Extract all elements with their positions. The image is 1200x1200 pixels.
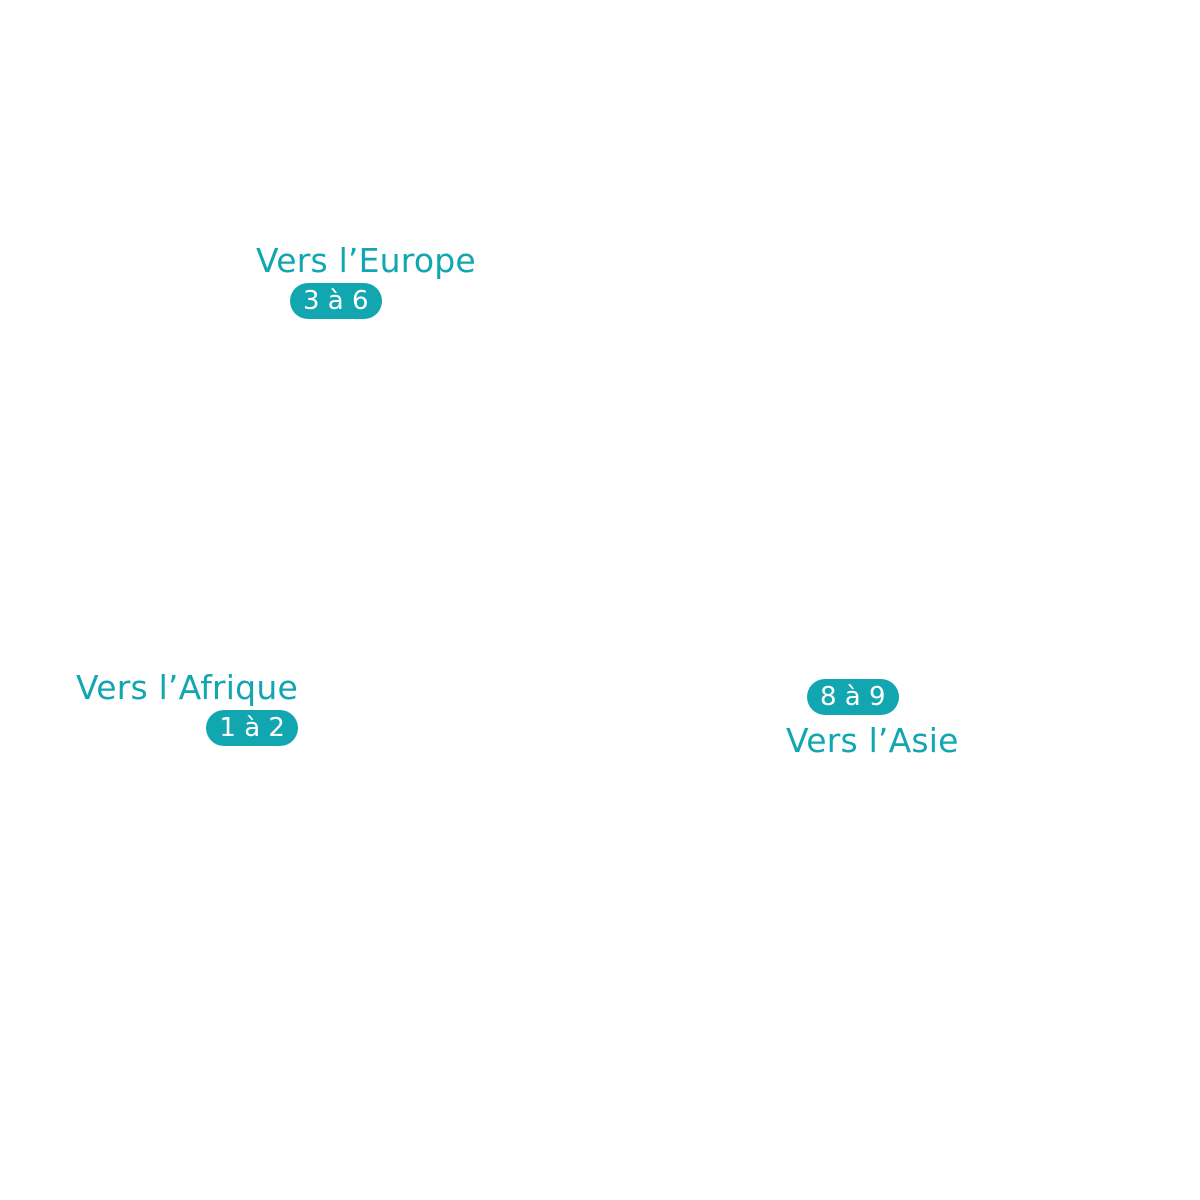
route-name-asie: Vers l’Asie <box>786 721 959 760</box>
route-label-europe: Vers l’Europe 3 à 6 <box>256 241 476 319</box>
route-label-asie: 8 à 9 Vers l’Asie <box>786 679 959 761</box>
route-name-afrique: Vers l’Afrique <box>76 668 298 707</box>
duration-badge-afrique: 1 à 2 <box>206 710 298 746</box>
duration-badge-asie: 8 à 9 <box>807 679 899 715</box>
duration-badge-europe: 3 à 6 <box>290 283 382 319</box>
route-name-europe: Vers l’Europe <box>256 241 476 280</box>
route-label-afrique: Vers l’Afrique 1 à 2 <box>76 668 298 746</box>
